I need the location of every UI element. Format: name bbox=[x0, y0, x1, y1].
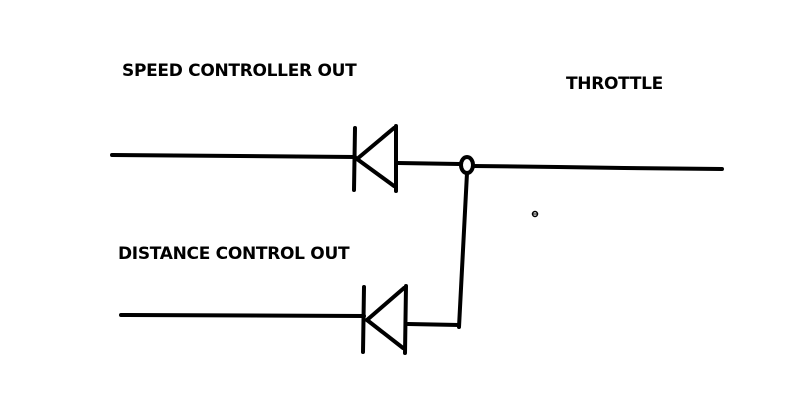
diode-2-to-junction-wire bbox=[406, 322, 461, 327]
throttle-wire bbox=[471, 164, 724, 171]
junction-vertical-wire bbox=[457, 171, 469, 329]
diode-1-triangle-top bbox=[355, 126, 396, 161]
diode-1-triangle-bottom bbox=[355, 157, 396, 188]
diode-1-cathode-bar bbox=[352, 126, 357, 192]
diode-2-triangle-bottom bbox=[365, 318, 405, 350]
distance-control-wire bbox=[119, 313, 366, 318]
distance-control-label: DISTANCE CONTROL OUT bbox=[118, 244, 350, 264]
diode-1 bbox=[352, 124, 398, 193]
diode-2-triangle-top bbox=[365, 286, 406, 322]
diode-2 bbox=[361, 284, 408, 355]
speed-controller-label: SPEED CONTROLLER OUT bbox=[122, 61, 357, 81]
diode-2-anode-bar bbox=[403, 284, 408, 355]
stray-dot-mark bbox=[531, 210, 539, 218]
diode-2-cathode-bar bbox=[361, 285, 366, 354]
junction-node bbox=[459, 155, 475, 175]
diode-1-to-junction-wire bbox=[396, 161, 462, 166]
speed-controller-wire bbox=[110, 153, 357, 159]
throttle-label: THROTTLE bbox=[566, 74, 663, 94]
